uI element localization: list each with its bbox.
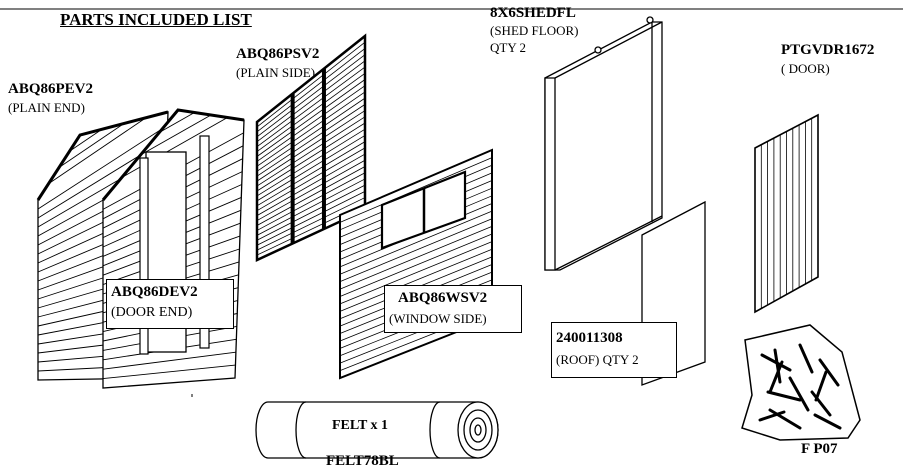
felt-code: FELT78BL — [326, 453, 399, 469]
door-end-desc: (DOOR END) — [111, 305, 193, 320]
plain-side-panel — [255, 33, 367, 262]
roof-label-box: 240011308 (ROOF) QTY 2 — [551, 322, 677, 378]
fixings-code: F P07 — [801, 441, 838, 457]
roof-code: 240011308 — [556, 330, 623, 346]
plain-side-code: ABQ86PSV2 — [236, 46, 320, 62]
window-side-code: ABQ86WSV2 — [398, 290, 488, 306]
felt-inner-label: FELT x 1 — [332, 418, 389, 433]
window-side-label-box: ABQ86WSV2 (WINDOW SIDE) — [384, 285, 522, 333]
plain-side-desc: (PLAIN SIDE) — [236, 65, 316, 80]
shed-floor-panel — [544, 16, 663, 271]
shed-floor-qty: QTY 2 — [490, 40, 526, 55]
plain-end-code: ABQ86PEV2 — [8, 81, 94, 97]
door-end-label-box: ABQ86DEV2 (DOOR END) — [106, 279, 234, 329]
felt-roll — [255, 401, 499, 459]
page-title: PARTS INCLUDED LIST — [60, 10, 252, 29]
shed-floor-desc: (SHED FLOOR) — [490, 23, 579, 38]
window-side-desc: (WINDOW SIDE) — [389, 311, 487, 326]
roof-desc: (ROOF) QTY 2 — [556, 352, 639, 367]
fixings-bag — [741, 324, 861, 441]
door-code: PTGVDR1672 — [781, 42, 875, 58]
door-desc: ( DOOR) — [781, 61, 830, 76]
plain-end-desc: (PLAIN END) — [8, 100, 85, 115]
door-panel — [754, 113, 819, 314]
shed-floor-code: 8X6SHEDFL — [490, 5, 576, 21]
door-end-code: ABQ86DEV2 — [111, 284, 198, 300]
